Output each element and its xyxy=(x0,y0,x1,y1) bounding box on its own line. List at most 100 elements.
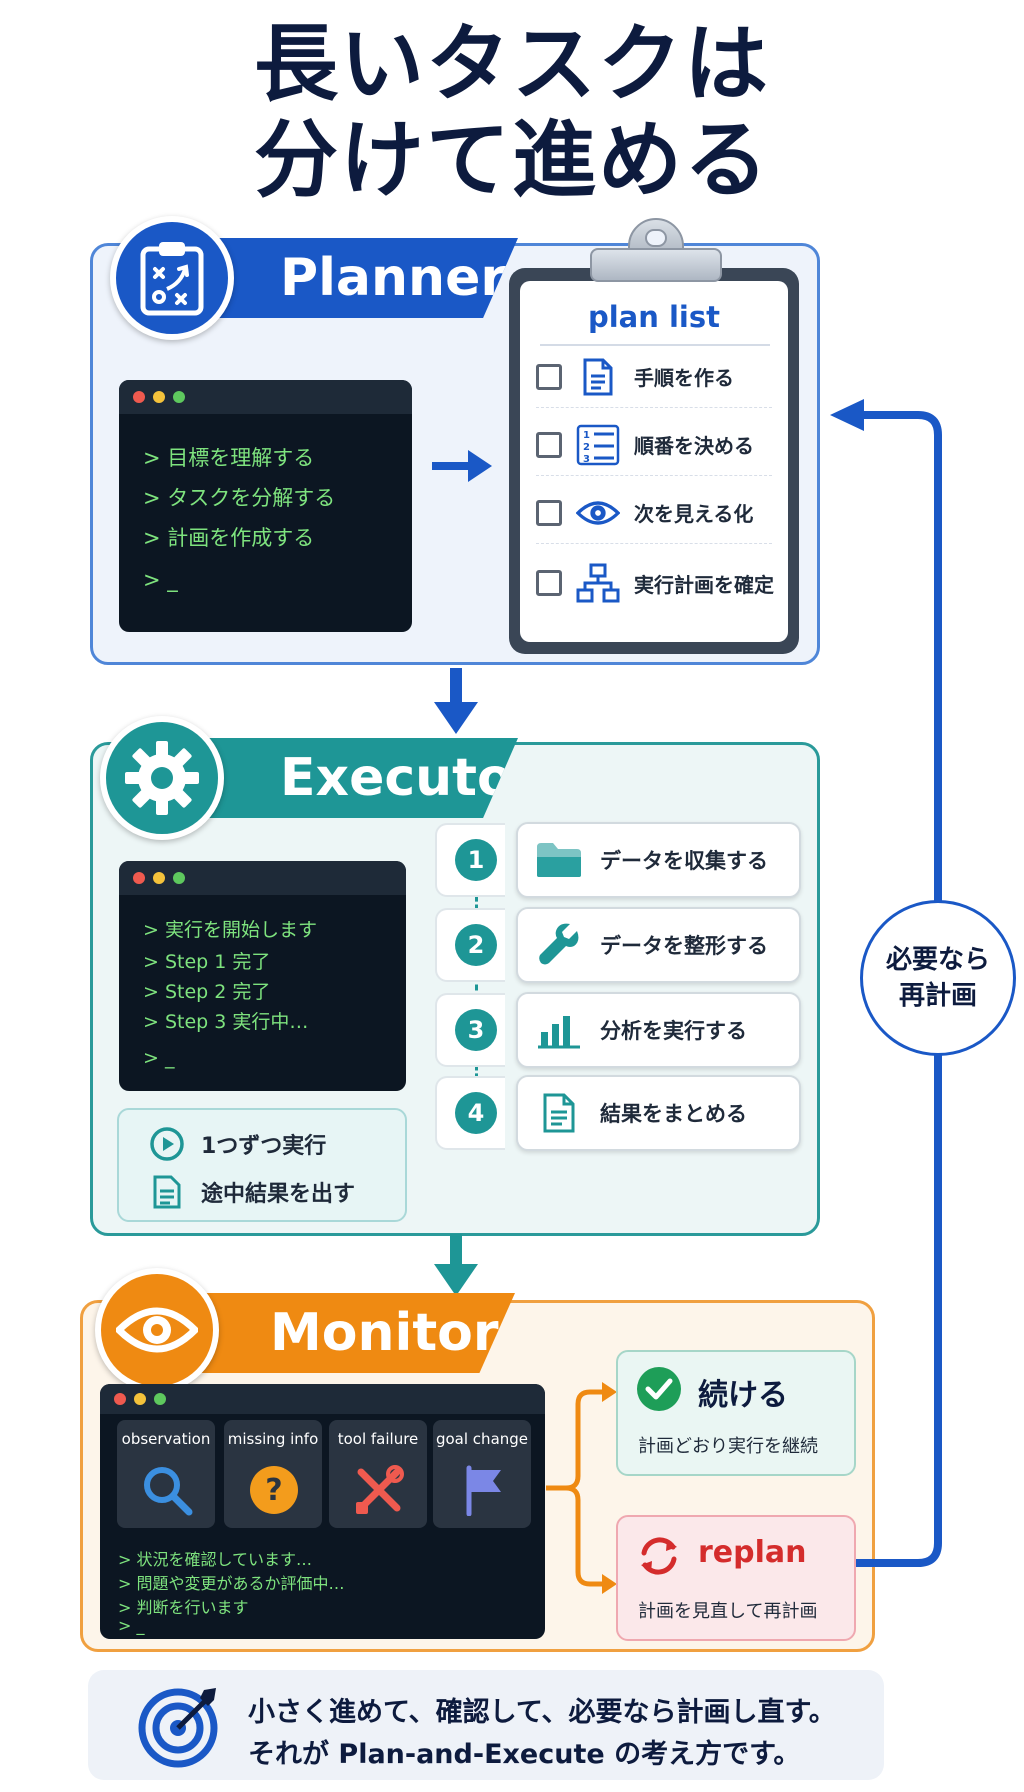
replan-title: replan xyxy=(698,1535,807,1570)
checkbox[interactable] xyxy=(536,499,562,526)
arrow-down-icon xyxy=(434,1234,478,1296)
eye-icon xyxy=(576,500,620,525)
terminal-line: > 問題や変更があるか評価中… xyxy=(118,1574,345,1593)
plan-item: 次を見える化 xyxy=(536,482,772,544)
arrow-right-icon xyxy=(432,450,492,482)
terminal-line: > 実行を開始します xyxy=(143,919,317,941)
terminal-line: > _ xyxy=(143,568,178,592)
plan-item-label: 手順を作る xyxy=(634,366,734,390)
monitor-card: missing info ? xyxy=(224,1420,322,1528)
terminal-line: > 計画を作成する xyxy=(143,526,315,550)
branch-arrows xyxy=(546,1382,617,1594)
monitor-card: observation xyxy=(117,1420,215,1528)
plan-item-label: 次を見える化 xyxy=(634,502,754,526)
gear-icon xyxy=(125,741,199,815)
checkbox[interactable] xyxy=(536,363,562,390)
flag-icon xyxy=(466,1465,501,1516)
plan-item: 実行計画を確定 xyxy=(536,552,774,614)
refresh-icon xyxy=(641,1537,677,1575)
monitor-card-label: missing info xyxy=(227,1430,319,1448)
plan-item: 手順を作る xyxy=(536,346,772,408)
magnifier-icon xyxy=(144,1467,193,1516)
step-number: 3 xyxy=(455,1009,497,1051)
plan-clipboard-paper xyxy=(520,281,788,642)
question-icon: ? xyxy=(250,1466,298,1514)
step-number: 2 xyxy=(455,924,497,966)
monitor-card: tool failure xyxy=(329,1420,427,1528)
executor-terminal: > 実行を開始します > Step 1 完了 > Step 2 完了 > Ste… xyxy=(119,861,406,1091)
step-card: データを整形する xyxy=(516,907,801,983)
plan-item-label: 順番を決める xyxy=(634,434,754,458)
terminal-line: > Step 1 完了 xyxy=(143,951,271,973)
plan-list-title: plan list xyxy=(587,300,720,334)
document-icon xyxy=(583,358,613,395)
footer-message: 小さく進めて、確認して、必要なら計画し直す。 それが Plan-and-Exec… xyxy=(88,1670,884,1780)
continue-title: 続ける xyxy=(698,1378,788,1413)
eye-icon xyxy=(116,1307,198,1353)
replan-loop-badge: 必要なら 再計画 xyxy=(860,900,1016,1056)
terminal-line: > Step 2 完了 xyxy=(143,981,271,1003)
bar-chart-icon xyxy=(538,1016,580,1049)
replan-loop-line1: 必要なら xyxy=(885,944,990,975)
step-label: データを収集する xyxy=(600,849,768,873)
footer-line1: 小さく進めて、確認して、必要なら計画し直す。 xyxy=(248,1697,836,1728)
svg-text:3: 3 xyxy=(583,454,590,465)
step-card: 結果をまとめる xyxy=(516,1075,801,1151)
note-item: 1つずつ実行 xyxy=(149,1126,326,1162)
checkbox[interactable] xyxy=(536,570,562,596)
executor-badge xyxy=(100,716,224,840)
replan-loop-line2: 再計画 xyxy=(898,981,977,1011)
note-label: 1つずつ実行 xyxy=(201,1134,327,1159)
executor-notes: 1つずつ実行 途中結果を出す xyxy=(117,1108,407,1222)
continue-subtitle: 計画どおり実行を継続 xyxy=(638,1436,818,1457)
step-card: 分析を実行する xyxy=(516,992,801,1068)
svg-text:?: ? xyxy=(265,1473,282,1508)
terminal-line: > Step 3 実行中… xyxy=(143,1011,309,1033)
document-icon xyxy=(153,1175,181,1209)
step-label: 結果をまとめる xyxy=(600,1102,747,1126)
clipboard-clip xyxy=(590,248,722,282)
step-number: 1 xyxy=(455,839,497,881)
planner-badge xyxy=(110,216,234,340)
hierarchy-icon xyxy=(576,563,620,603)
terminal-line: > タスクを分解する xyxy=(143,486,336,510)
clipboard-strategy-icon xyxy=(140,242,204,316)
replan-subtitle: 計画を見直して再計画 xyxy=(638,1601,818,1622)
target-icon xyxy=(138,1688,218,1768)
document-icon xyxy=(543,1093,575,1133)
monitor-card-label: observation xyxy=(121,1430,211,1448)
play-icon xyxy=(150,1127,184,1161)
monitor-card: goal change xyxy=(433,1420,531,1528)
step-card: データを収集する xyxy=(516,822,801,898)
continue-card: 続ける 計画どおり実行を継続 xyxy=(616,1350,856,1476)
monitor-card-label: tool failure xyxy=(337,1430,419,1448)
checkbox[interactable] xyxy=(536,431,562,458)
folder-icon xyxy=(537,843,581,877)
page-title-line2: 分けて進める xyxy=(253,111,770,209)
page-title-line1: 長いタスクは xyxy=(253,15,770,113)
planner-terminal: > 目標を理解する > タスクを分解する > 計画を作成する > _ xyxy=(119,380,412,632)
arrow-down-icon xyxy=(434,668,478,734)
plan-item-label: 実行計画を確定 xyxy=(634,572,774,597)
tools-icon xyxy=(356,1465,404,1514)
terminal-line: > 判断を行います xyxy=(118,1598,249,1617)
step-number: 4 xyxy=(455,1092,497,1134)
replan-card: replan 計画を見直して再計画 xyxy=(616,1515,856,1641)
wrench-icon xyxy=(539,923,579,965)
terminal-line: > 状況を確認しています… xyxy=(118,1550,313,1569)
note-label: 途中結果を出す xyxy=(201,1182,356,1207)
monitor-badge xyxy=(95,1268,219,1392)
svg-text:2: 2 xyxy=(583,442,590,453)
step-label: データを整形する xyxy=(600,934,768,958)
terminal-line: > 目標を理解する xyxy=(143,446,315,470)
terminal-line: > _ xyxy=(118,1616,145,1635)
note-item: 途中結果を出す xyxy=(149,1174,355,1210)
terminal-line: > _ xyxy=(143,1047,175,1069)
svg-text:1: 1 xyxy=(583,430,590,441)
check-circle-icon xyxy=(637,1367,681,1411)
monitor-card-label: goal change xyxy=(435,1430,529,1448)
footer-line2: それが Plan-and-Execute の考え方です。 xyxy=(248,1739,801,1770)
step-label: 分析を実行する xyxy=(600,1019,747,1043)
numbered-list-icon: 123 xyxy=(576,424,620,465)
